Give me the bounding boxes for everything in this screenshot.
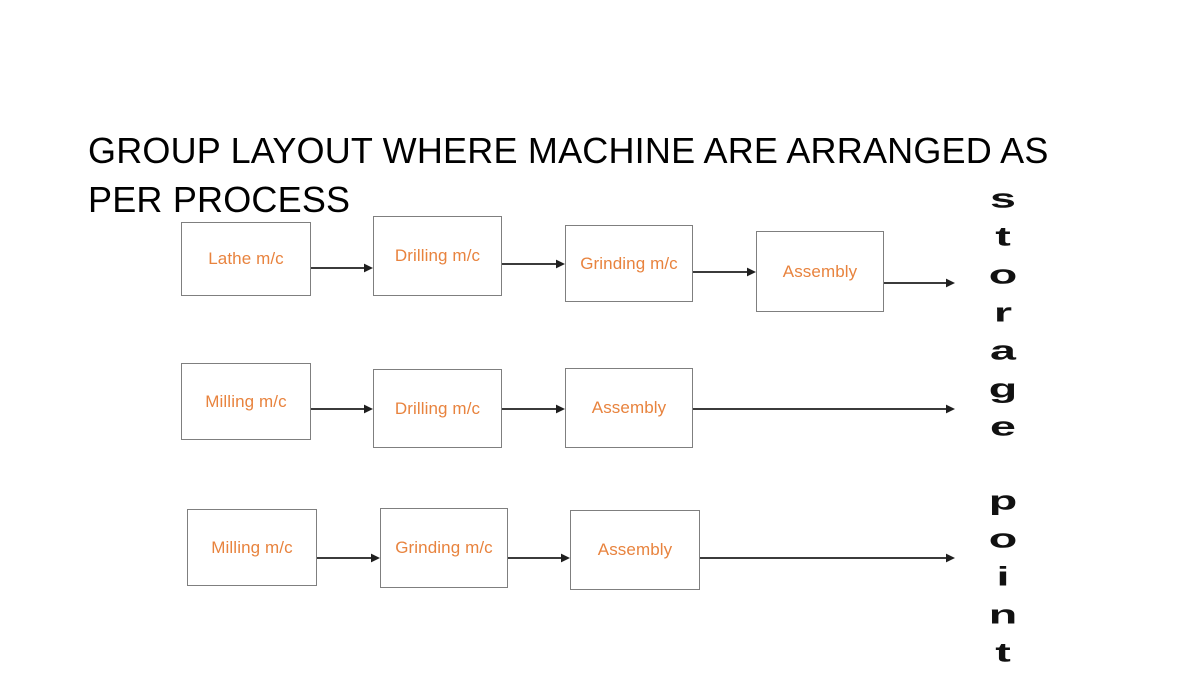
process-box[interactable]: Assembly — [565, 368, 693, 448]
flow-arrow — [502, 258, 565, 270]
process-box-label: Drilling m/c — [394, 398, 481, 418]
process-box-label: Assembly — [591, 398, 667, 417]
vertical-letter: o — [988, 523, 1018, 554]
flow-arrow — [693, 403, 955, 415]
vertical-letter: t — [995, 637, 1011, 668]
vertical-letter: e — [990, 411, 1016, 442]
process-box-label: Milling m/c — [211, 537, 293, 557]
flow-arrow — [317, 552, 380, 564]
vertical-letter: n — [988, 599, 1018, 630]
process-box[interactable]: Grinding m/c — [380, 508, 508, 588]
process-box-label: Drilling m/c — [394, 246, 481, 265]
flow-arrow — [700, 552, 955, 564]
process-box-label: Milling m/c — [205, 391, 287, 411]
flow-arrow — [311, 403, 373, 415]
flow-arrow — [693, 266, 756, 278]
process-box[interactable]: Grinding m/c — [565, 225, 693, 302]
vertical-letter: i — [996, 561, 1010, 592]
process-box[interactable]: Milling m/c — [187, 509, 317, 586]
vertical-letter: p — [988, 485, 1018, 516]
flow-arrow — [311, 262, 373, 274]
process-box[interactable]: Milling m/c — [181, 363, 311, 440]
vertical-letter: t — [995, 221, 1011, 252]
process-box[interactable]: Assembly — [570, 510, 700, 590]
vertical-letter: o — [988, 259, 1018, 290]
process-box[interactable]: Assembly — [756, 231, 884, 312]
process-box[interactable]: Lathe m/c — [181, 222, 311, 296]
process-box-label: Grinding m/c — [580, 253, 678, 273]
process-box-label: Lathe m/c — [208, 249, 284, 268]
flow-arrow — [502, 403, 565, 415]
process-box[interactable]: Drilling m/c — [373, 369, 502, 448]
page-title: GROUP LAYOUT WHERE MACHINE ARE ARRANGED … — [88, 130, 1059, 220]
flow-arrow — [508, 552, 570, 564]
process-box-label: Assembly — [597, 540, 673, 559]
process-box[interactable]: Drilling m/c — [373, 216, 502, 296]
flow-arrow — [884, 277, 955, 289]
vertical-letter: s — [990, 183, 1016, 214]
process-box-label: Grinding m/c — [395, 538, 493, 557]
vertical-letter: r — [993, 297, 1013, 328]
vertical-letter: a — [990, 335, 1016, 366]
vertical-letter: g — [988, 373, 1018, 404]
process-box-label: Assembly — [782, 261, 858, 281]
